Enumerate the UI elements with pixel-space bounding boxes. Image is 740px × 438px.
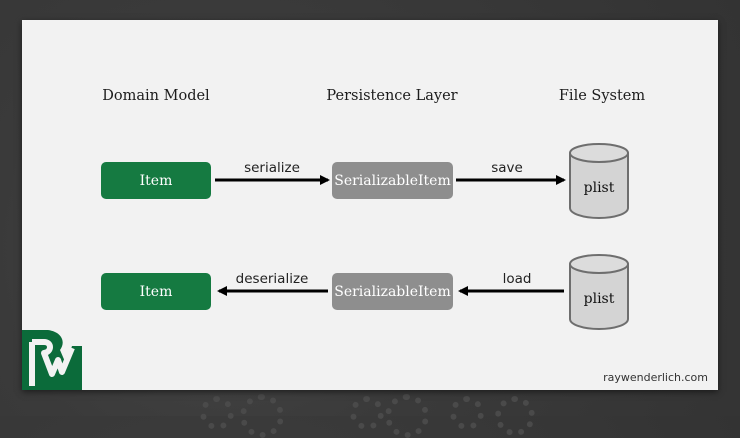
plist-label-top: plist: [583, 180, 615, 196]
label-serialize: serialize: [244, 160, 300, 176]
item-box-top: Item: [101, 162, 211, 199]
serializable-item-box-bottom: SerializableItem: [332, 273, 453, 310]
gears-decoration: [0, 390, 740, 438]
arrows: [215, 175, 566, 296]
site-url: raywenderlich.com: [603, 371, 708, 384]
label-save: save: [491, 160, 523, 176]
cylinder-icon: [569, 143, 629, 219]
slide: Domain Model Persistence Layer File Syst…: [22, 20, 718, 390]
label-load: load: [502, 271, 532, 287]
item-box-bottom: Item: [101, 273, 211, 310]
label-deserialize: deserialize: [235, 271, 309, 287]
heading-file-system: File System: [558, 88, 646, 104]
heading-persistence-layer: Persistence Layer: [326, 88, 458, 104]
plist-cylinder-bottom: plist: [568, 253, 630, 331]
serializable-item-box-top: SerializableItem: [332, 162, 453, 199]
plist-cylinder-top: plist: [568, 142, 630, 220]
raywenderlich-logo-icon: [22, 330, 82, 390]
heading-domain-model: Domain Model: [102, 88, 210, 104]
cylinder-icon: [569, 254, 629, 330]
plist-label-bottom: plist: [583, 291, 615, 307]
